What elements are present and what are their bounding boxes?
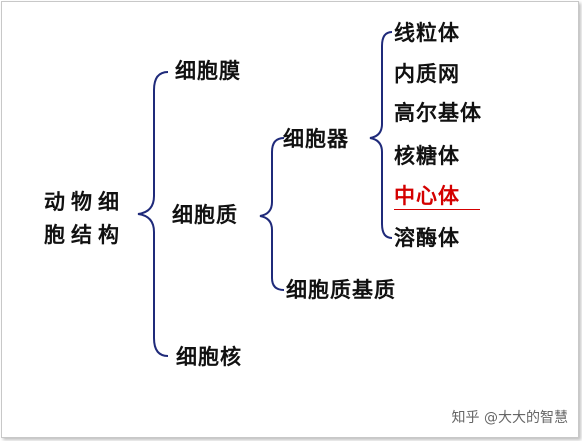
node-organelles: 细胞器 xyxy=(283,126,349,151)
organelle-ribosome: 核糖体 xyxy=(394,143,460,168)
root-label-line1: 动物细 xyxy=(44,189,125,214)
node-nucleus: 细胞核 xyxy=(176,344,242,369)
node-cell-membrane: 细胞膜 xyxy=(175,58,241,83)
watermark: 知乎 @大大的智慧 xyxy=(451,410,568,426)
root-label-line2: 胞结构 xyxy=(44,221,125,247)
organelle-er: 内质网 xyxy=(394,61,460,86)
organelle-lysosome: 溶酶体 xyxy=(394,225,460,250)
organelle-mitochondria: 线粒体 xyxy=(394,20,460,45)
brace-level2 xyxy=(259,137,285,291)
node-cytoplasmic-matrix: 细胞质基质 xyxy=(286,277,396,302)
organelle-golgi: 高尔基体 xyxy=(394,100,482,125)
brace-level1 xyxy=(137,71,169,357)
organelle-centrosome: 中心体 xyxy=(394,183,460,208)
root-label: 动物细 胞结构 xyxy=(44,186,125,251)
centrosome-underline xyxy=(394,209,480,210)
node-cytoplasm: 细胞质 xyxy=(172,202,238,227)
brace-level3 xyxy=(369,31,393,239)
